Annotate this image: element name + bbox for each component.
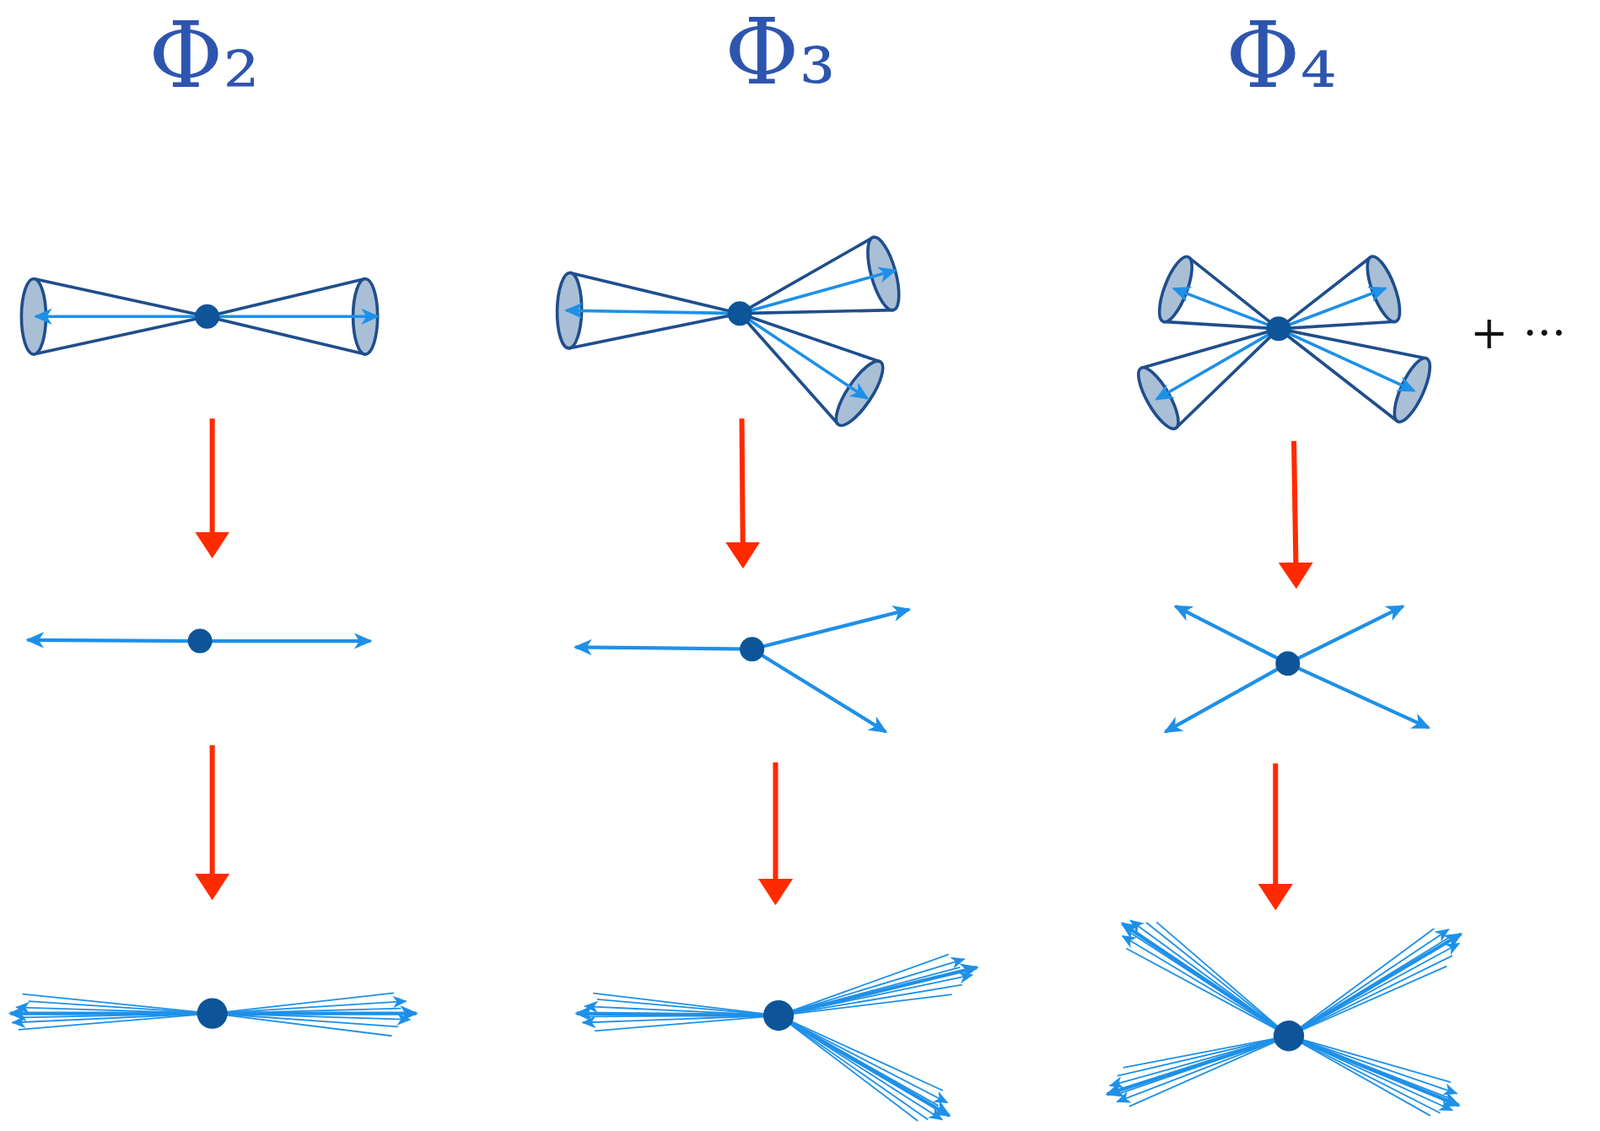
phase-space-label: Φ₃ bbox=[724, 0, 836, 105]
phase-space-label: Φ₄ bbox=[1225, 3, 1337, 108]
continuation-mark: + ··· bbox=[1470, 307, 1567, 360]
red-arrow bbox=[212, 418, 1297, 889]
cone-event bbox=[21, 233, 1437, 434]
parton-event bbox=[27, 606, 1429, 733]
hadron-event bbox=[10, 906, 1471, 1131]
phase-space-label: Φ₂ bbox=[148, 3, 260, 108]
